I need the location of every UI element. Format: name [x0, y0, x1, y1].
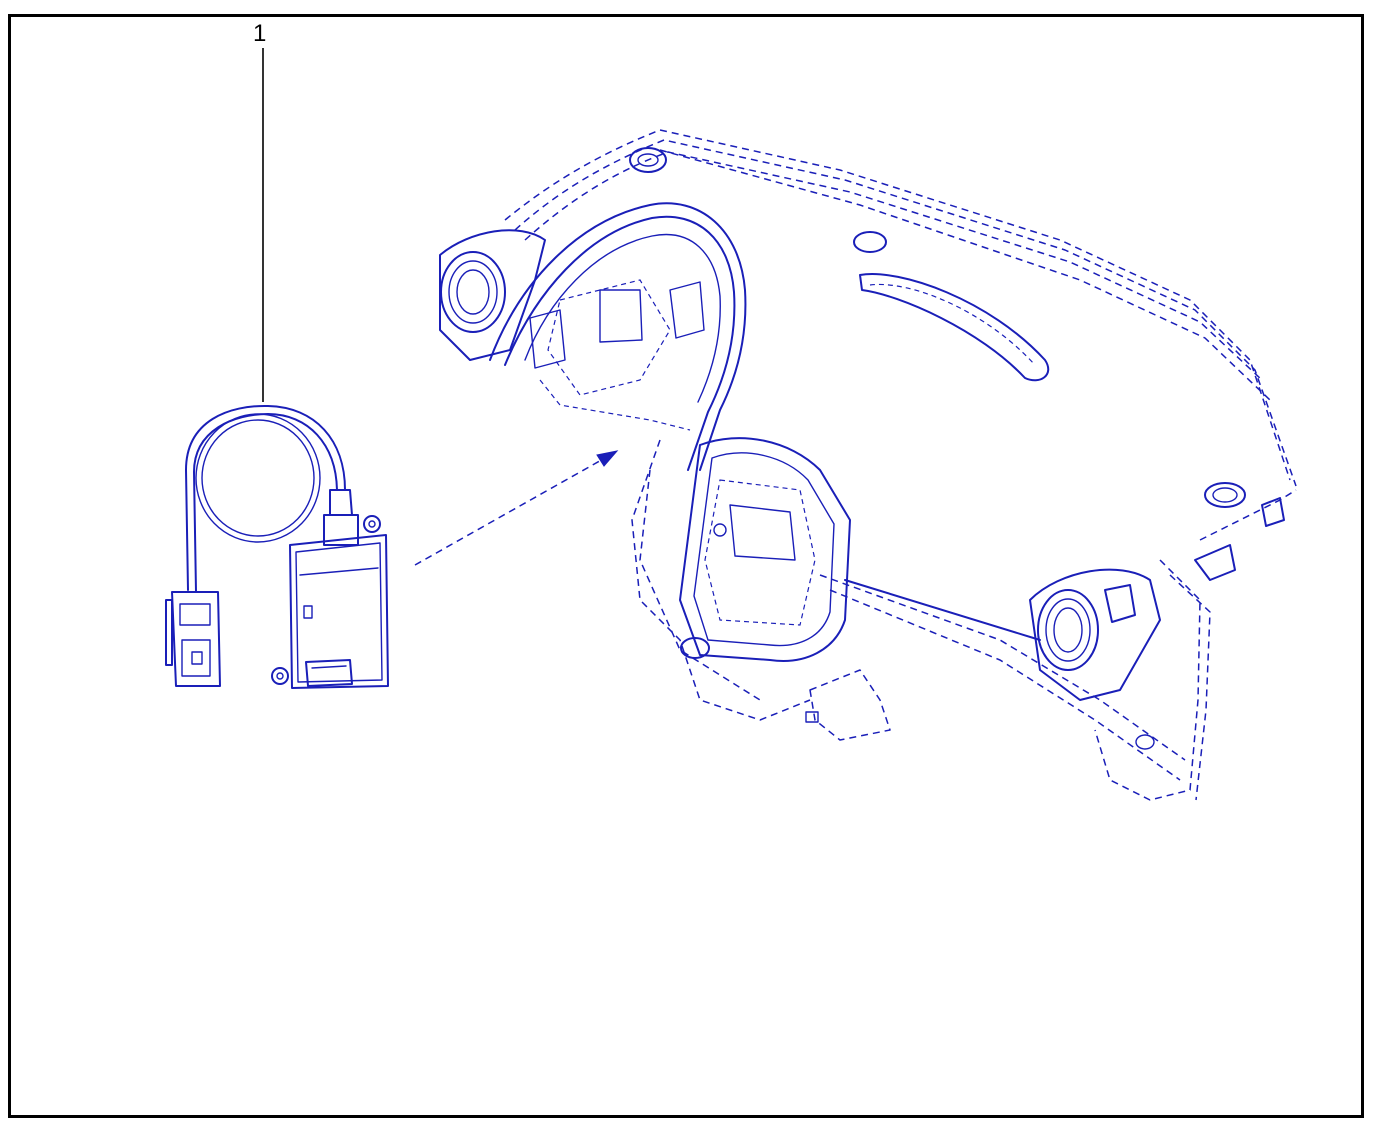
cluster-internal-structure	[547, 279, 671, 396]
upper-storage-opening	[859, 273, 1050, 382]
callout-label-1: 1	[253, 20, 267, 47]
lower-left-panel	[631, 439, 811, 721]
right-air-vent	[1037, 589, 1099, 671]
defrost-grille-center	[853, 231, 887, 253]
dash-lower-edge	[819, 574, 1186, 761]
center-stack-internals	[704, 479, 816, 626]
control-module-with-harness	[165, 404, 389, 689]
mounting-tab-upper	[363, 515, 381, 533]
installation-direction-arrow	[414, 450, 619, 566]
diagram-frame	[8, 14, 1364, 1118]
mounting-tab-lower	[271, 667, 289, 685]
right-end-panel	[1094, 559, 1201, 801]
left-air-vent	[440, 251, 506, 333]
center-stack-bezel	[679, 437, 851, 662]
control-module-housing	[289, 534, 389, 689]
harness-cable	[185, 404, 346, 591]
lower-bracket	[809, 669, 891, 741]
harness-connector-upper	[329, 489, 353, 516]
harness-connector-lower	[171, 591, 221, 687]
control-module-indicator	[303, 605, 313, 619]
instrument-cluster-cowl	[489, 202, 747, 471]
module-connector-socket	[305, 659, 353, 687]
harness-cable-loop	[195, 413, 321, 543]
instrument-panel	[439, 129, 1297, 801]
right-vent-control	[1104, 584, 1136, 623]
defrost-grille-right	[1204, 482, 1246, 508]
dash-top-edge	[504, 129, 1291, 481]
defrost-grille-left	[629, 147, 667, 173]
